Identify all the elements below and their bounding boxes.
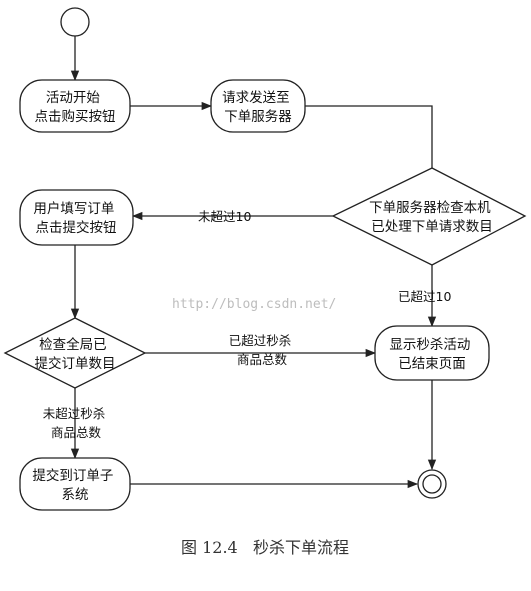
start-node (60, 7, 90, 37)
figure-caption: 图 12.4 秒杀下单流程 (181, 538, 349, 557)
fill-order-node (19, 189, 134, 246)
end-node-inner (422, 474, 442, 494)
edge-send-to-server-check (305, 105, 437, 182)
edge-label-exceed-10: 已超过10 (398, 289, 451, 304)
global-check-label: 检查全局已 提交订单数目 (35, 336, 116, 372)
global-check-decision (3, 317, 147, 389)
server-check-decision (331, 167, 527, 266)
send-request-node (210, 79, 306, 133)
submit-order-node (19, 457, 131, 511)
show-end-page-label: 显示秒杀活动 已结束页面 (389, 337, 474, 372)
activity-start-node (19, 79, 131, 133)
watermark: http://blog.csdn.net/ (172, 297, 336, 312)
show-end-page-node (374, 325, 490, 381)
fill-order-label: 用户填写订单 点击提交按钮 (33, 200, 118, 236)
submit-order-label: 提交到订单子 系统 (32, 467, 117, 503)
activity-start-label: 活动开始 点击购买按钮 (35, 90, 116, 125)
edge-label-not-exceed-10: 未超过10 (198, 209, 251, 224)
server-check-label: 下单服务器检查本机 已处理下单请求数目 (369, 200, 495, 235)
edge-label-not-exceed-total: 未超过秒杀 商品总数 (43, 406, 110, 440)
edge-label-exceed-total: 已超过秒杀 商品总数 (229, 333, 296, 367)
send-request-label: 请求发送至 下单服务器 (222, 90, 294, 125)
